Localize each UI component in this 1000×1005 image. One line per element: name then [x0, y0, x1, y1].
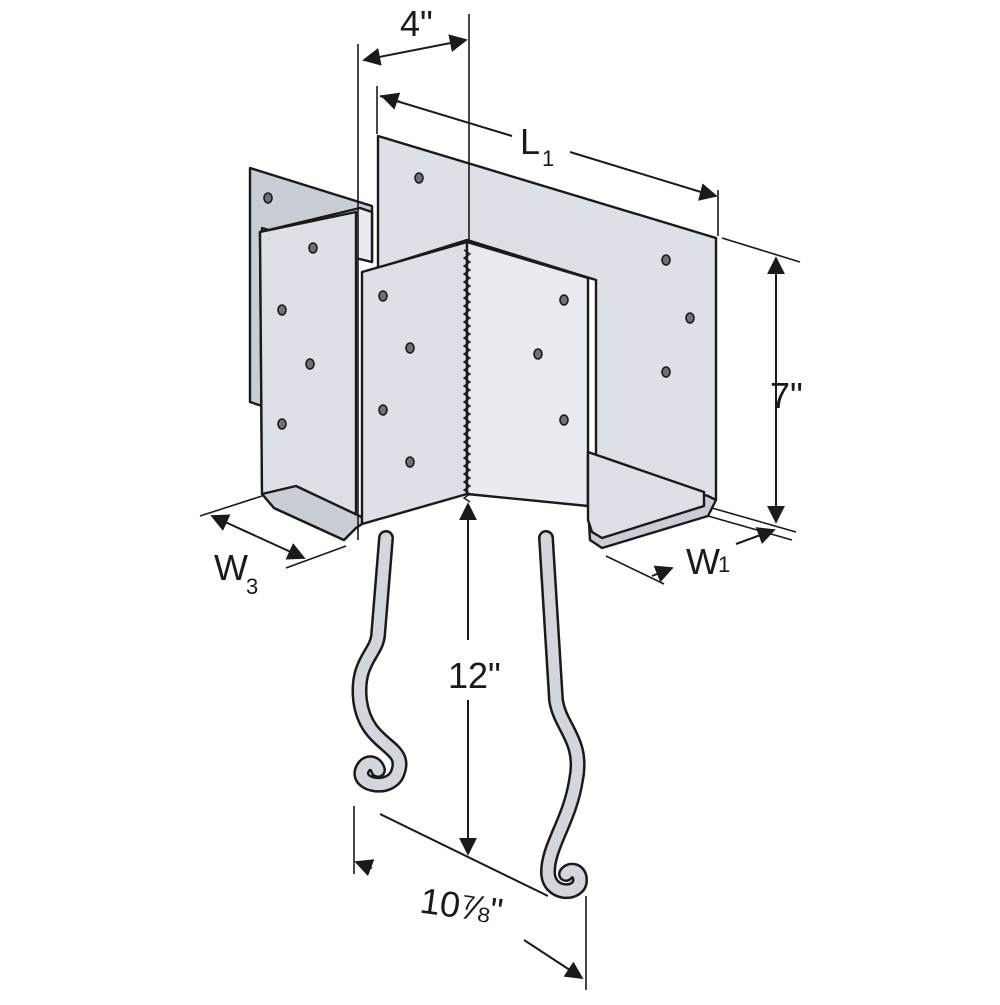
- dimension-label-width-left-sub: 3: [246, 574, 258, 599]
- nail-hole-icon: [277, 304, 287, 316]
- anchor-strap-left: [351, 530, 408, 793]
- anchor-strap-right: [538, 530, 588, 900]
- nail-hole-icon: [661, 254, 671, 266]
- nail-hole-icon: [685, 312, 695, 324]
- nail-hole-icon: [305, 358, 315, 370]
- nail-hole-icon: [405, 342, 415, 354]
- weld-seam: [462, 249, 472, 503]
- dimension-arrow-icon: [362, 34, 468, 66]
- nail-hole-icon: [263, 192, 273, 204]
- nail-hole-icon: [405, 456, 415, 468]
- front-plate-left: [360, 240, 469, 526]
- dimension-label-width-left: W: [214, 547, 248, 588]
- dimension-label-strap-length: 12": [448, 655, 501, 696]
- dimension-arrow-icon: [380, 92, 401, 110]
- nail-hole-icon: [414, 172, 424, 184]
- nail-hole-icon: [308, 242, 318, 254]
- dimension-arrow-icon: [698, 183, 718, 201]
- nail-hole-icon: [533, 348, 543, 360]
- nail-hole-icon: [277, 418, 287, 430]
- front-plate-right: [465, 240, 590, 508]
- dimension-label-strap-spread: 10⅞": [418, 880, 506, 932]
- dimension-arrow-icon: [210, 514, 306, 560]
- left-channel: [258, 206, 374, 542]
- dimension-arrow-icon: [354, 859, 375, 877]
- dimension-width-left: W 3: [199, 495, 347, 599]
- dimension-top-width: 4": [357, 3, 470, 540]
- nail-hole-icon: [378, 290, 388, 302]
- dimension-arrow-icon: [523, 939, 584, 979]
- dimension-length: L 1: [376, 86, 719, 236]
- dimension-label-width-right: W: [686, 541, 720, 582]
- nail-hole-icon: [559, 294, 569, 306]
- dimension-strap-length: 12": [448, 502, 501, 856]
- dimension-label-width-right-sub: 1: [718, 552, 730, 577]
- nail-hole-icon: [559, 414, 569, 426]
- nail-holes: [263, 172, 695, 468]
- nail-hole-icon: [378, 404, 388, 416]
- dimension-arrow-icon: [651, 565, 674, 583]
- dimension-label-length: L: [520, 121, 540, 162]
- nail-hole-icon: [661, 366, 671, 378]
- dimension-arrow-icon: [735, 527, 776, 545]
- dimension-label-height: 7": [770, 375, 803, 416]
- dimension-height: 7": [711, 237, 803, 533]
- dimension-label-length-sub: 1: [542, 146, 554, 171]
- right-channel: [586, 450, 718, 550]
- dimension-label-top-width: 4": [400, 3, 433, 44]
- dimension-width-right: W 1: [605, 515, 793, 585]
